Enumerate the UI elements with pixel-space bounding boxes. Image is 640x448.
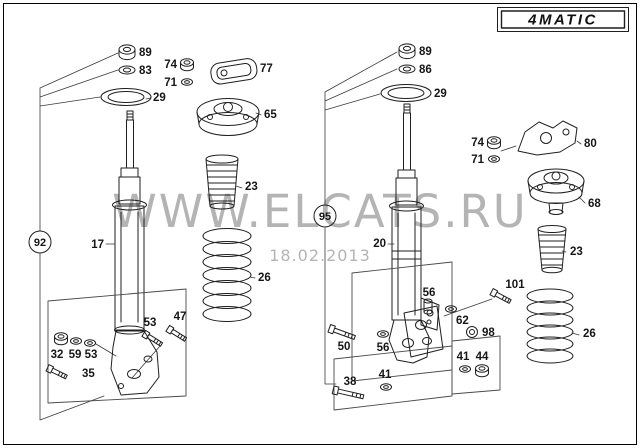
part-label-86[interactable]: 86 [419, 64, 432, 76]
part-label-71-right[interactable]: 71 [471, 154, 484, 166]
part-label-56b[interactable]: 56 [377, 342, 390, 354]
part-label-80[interactable]: 80 [584, 138, 597, 150]
badge-outer-frame [497, 7, 629, 32]
group-callout-92-label[interactable]: 92 [34, 237, 46, 249]
part-label-50[interactable]: 50 [338, 341, 351, 353]
part-label-74[interactable]: 74 [164, 59, 177, 71]
part-label-20[interactable]: 20 [373, 238, 386, 250]
group-callout-92[interactable]: 92 [28, 230, 52, 254]
part-label-74-right[interactable]: 74 [471, 137, 484, 149]
boot-23-right-drawing [537, 225, 567, 274]
4matic-badge: 4MATIC [497, 7, 629, 32]
part-label-53a[interactable]: 53 [144, 317, 157, 329]
part-label-29[interactable]: 29 [153, 92, 166, 104]
callout-circle[interactable] [28, 230, 52, 254]
part-label-53b[interactable]: 53 [85, 349, 98, 361]
part-label-44[interactable]: 44 [476, 351, 489, 363]
mount-68-drawing [527, 168, 585, 215]
watermark-site: WWW.ELCATS.RU [112, 185, 527, 238]
part-label-26-right[interactable]: 26 [583, 328, 596, 340]
right-strut-assembly: 95 89 86 29 74 71 80 [313, 43, 601, 411]
part-label-23-left[interactable]: 23 [245, 181, 258, 193]
right-fastener-box-lower [333, 345, 453, 411]
4matic-badge-label: 4MATIC [527, 12, 598, 29]
part-label-83[interactable]: 83 [139, 65, 152, 77]
bracket-plate-drawing [403, 305, 444, 358]
part-label-71[interactable]: 71 [164, 77, 177, 89]
part-label-32[interactable]: 32 [51, 349, 64, 361]
part-label-17[interactable]: 17 [91, 239, 104, 251]
part-label-38[interactable]: 38 [344, 376, 357, 388]
part-label-89-right[interactable]: 89 [419, 46, 432, 58]
part-label-56a[interactable]: 56 [423, 287, 436, 299]
watermark: WWW.ELCATS.RU 18.02.2013 [112, 185, 527, 265]
part-label-41a[interactable]: 41 [457, 351, 470, 363]
part-label-62[interactable]: 62 [456, 315, 469, 327]
part-label-89[interactable]: 89 [139, 47, 152, 59]
strut-20-drawing [388, 103, 440, 364]
badge-inner-frame [500, 10, 626, 29]
bracket-80-drawing [517, 120, 578, 156]
part-label-29-right[interactable]: 29 [434, 88, 447, 100]
spring-26-right-drawing [526, 288, 574, 364]
ring-29-left-drawing [100, 88, 152, 106]
watermark-date: 18.02.2013 [269, 246, 371, 265]
right-leader-lines [324, 51, 398, 385]
left-fastener-box [47, 288, 187, 404]
ring-29-right-drawing [380, 84, 432, 102]
boot-23-left-drawing [205, 154, 239, 210]
callout-circle[interactable] [313, 204, 337, 228]
stud-56-icon [423, 298, 433, 315]
group-callout-95[interactable]: 95 [313, 204, 337, 228]
part-label-23-right[interactable]: 23 [570, 246, 583, 258]
part-label-68[interactable]: 68 [588, 198, 601, 210]
part-label-41b[interactable]: 41 [379, 369, 392, 381]
part-label-47[interactable]: 47 [174, 311, 187, 323]
plate-77-drawing [210, 58, 258, 85]
part-label-65[interactable]: 65 [264, 109, 277, 121]
part-label-59[interactable]: 59 [69, 349, 82, 361]
group-callout-95-label[interactable]: 95 [319, 211, 331, 223]
diagram-border [3, 3, 637, 445]
part-label-98[interactable]: 98 [482, 327, 495, 339]
part-label-77[interactable]: 77 [260, 63, 273, 75]
part-label-101[interactable]: 101 [505, 279, 525, 291]
left-leader-lines [39, 52, 119, 421]
bushing-98-icon [466, 326, 478, 338]
mount-65-drawing [196, 98, 260, 136]
strut-17-drawing [110, 110, 160, 396]
spring-26-left-drawing [202, 228, 252, 322]
left-strut-assembly: 92 89 83 74 71 77 29 65 [28, 44, 277, 421]
part-label-26-left[interactable]: 26 [258, 272, 271, 284]
part-label-35[interactable]: 35 [82, 368, 95, 380]
